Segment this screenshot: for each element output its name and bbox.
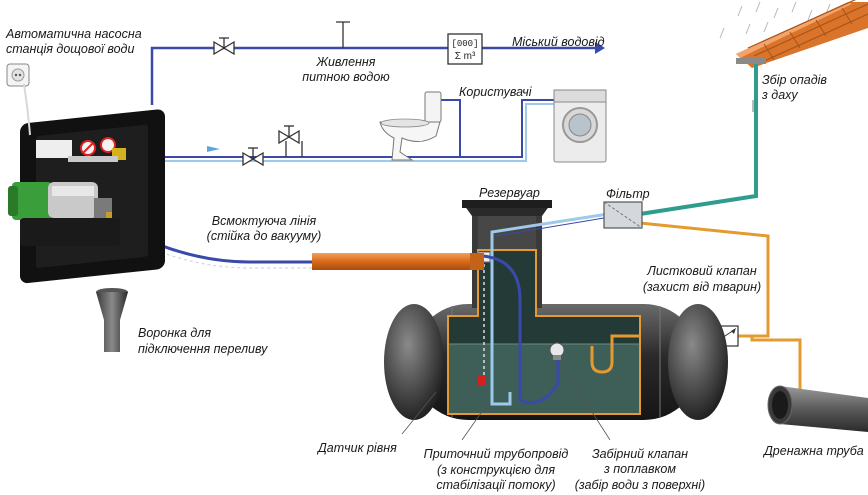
label-inlet-line2: (з конструкцією для [437,463,555,477]
valve-icon [213,37,235,56]
label-funnel-line2: підключення переливу [138,342,268,356]
flow-arrow-icon [595,42,605,54]
meter-unit: Σ m³ [455,51,476,62]
pump-station [8,109,165,284]
suction-pipe [312,253,470,270]
water-meter-icon: [000] Σ m³ [447,33,483,65]
label-roof-line2: з даху [761,88,798,102]
label-inlet-line3: стабілізації потоку) [436,478,555,492]
flow-arrow-icon [207,146,220,152]
label-drain-pipe: Дренажна труба [762,444,864,458]
label-funnel-line1: Воронка для [138,326,211,340]
socket-icon [6,63,31,136]
label-intake-line3: (забір води з поверхні) [575,478,705,492]
label-intake-line2: з поплавком [603,462,676,476]
label-roof-line1: Збір опадів [762,73,827,87]
city-water-line [150,21,605,105]
callout-lines [401,100,754,441]
label-inlet-line1: Приточний трубопровід [424,447,569,461]
overflow-funnel [96,288,128,352]
label-flap-valve-line2: (захист від тварин) [643,280,761,294]
label-consumers: Користувачі [459,85,533,99]
label-drinking-water-line1: Живлення [316,55,376,69]
consumer-supply-line [150,99,555,162]
roof-icon [736,0,868,68]
label-suction-line1: Всмоктуюча лінія [212,214,317,228]
washing-machine-icon [553,89,607,163]
label-drinking-water-line2: питною водою [302,70,390,84]
filter [603,201,643,229]
inlet-pipe [490,212,609,406]
suction-hose [482,254,560,405]
label-filter: Фільтр [606,187,650,201]
label-suction-line2: (стійка до вакууму) [207,229,322,243]
label-city-water: Міський водовід [512,35,605,49]
valve-icon [242,147,264,167]
overflow-siphon [590,334,640,374]
toilet-icon [379,91,442,161]
label-pump-station-line2: станція дощової води [6,42,134,56]
valve-icon [278,125,300,145]
label-pump-station-line1: Автоматична насосна [5,27,142,41]
float-ball-icon [549,342,565,360]
label-reservoir: Резервуар [479,186,540,200]
label-intake-line1: Забірний клапан [592,447,688,461]
downpipe [639,64,758,216]
label-level-sensor: Датчик рівня [316,441,397,455]
label-flap-valve-line1: Листковий клапан [646,264,757,278]
meter-counter: [000] [451,39,478,49]
drain-pipe [767,385,868,432]
